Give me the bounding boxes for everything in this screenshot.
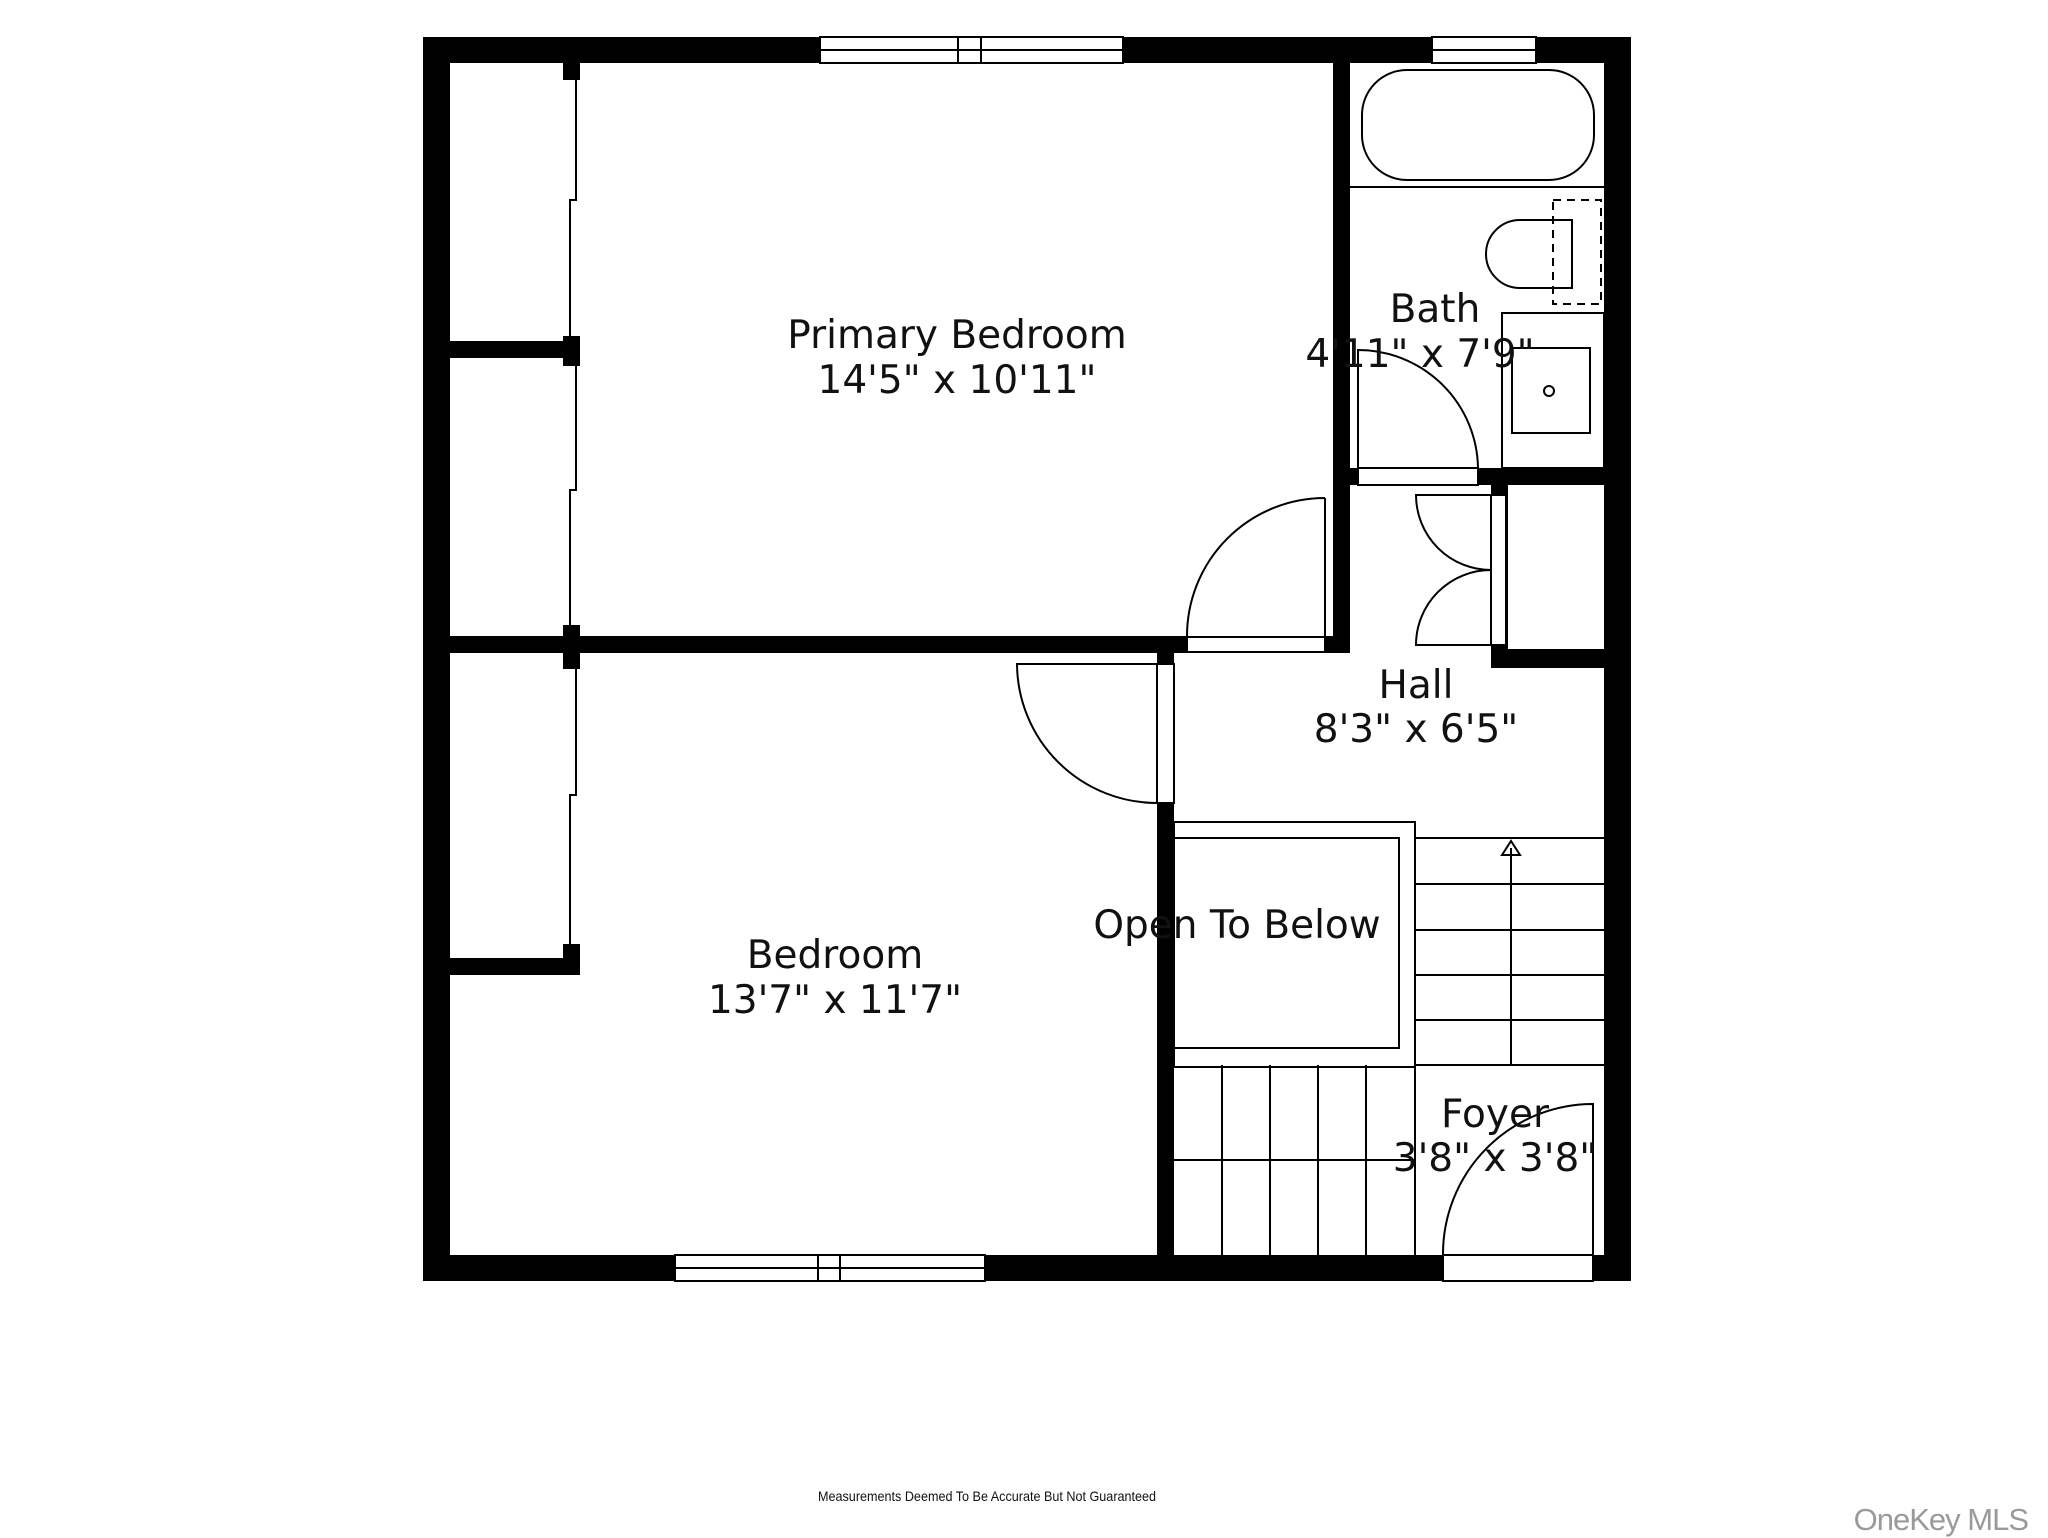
bath-fixtures — [1350, 69, 1605, 469]
wall-bottom — [423, 1255, 1631, 1281]
doors — [1015, 348, 1594, 1282]
disclaimer: Measurements Deemed To Be Accurate But N… — [818, 1488, 1157, 1504]
primary-bedroom-dims: 14'5" x 10'11" — [818, 358, 1097, 403]
bath-name: Bath — [1390, 287, 1481, 332]
hall-name: Hall — [1379, 663, 1454, 708]
bedroom-dims: 13'7" x 11'7" — [708, 978, 962, 1023]
wall-bedroom-hall — [1157, 803, 1174, 1281]
stairs — [1173, 821, 1605, 1255]
wall-primary-bath — [1333, 37, 1350, 652]
vanity-icon — [1501, 312, 1605, 469]
wall-primary-bedroom — [423, 636, 1350, 653]
windows — [674, 36, 1537, 1282]
closet-doors — [569, 80, 577, 944]
wall-bedroom-hall-top — [1157, 636, 1174, 664]
bathtub-icon — [1361, 69, 1595, 181]
walls — [423, 37, 1631, 1281]
foyer-dims: 3'8" x 3'8" — [1393, 1136, 1597, 1181]
bath-dims: 4'11" x 7'9" — [1305, 332, 1534, 377]
bedroom-name: Bedroom — [747, 933, 923, 978]
open-to-below-area — [1173, 837, 1400, 1049]
primary-bedroom-name: Primary Bedroom — [787, 313, 1127, 358]
wall-left — [423, 37, 450, 1281]
wall-closet-bottom — [1491, 649, 1631, 668]
wall-closet-divider — [423, 341, 580, 358]
open-to-below-label: Open To Below — [1093, 903, 1380, 948]
hall-dims: 8'3" x 6'5" — [1314, 707, 1518, 752]
watermark-logo: OneKey MLS — [1853, 1502, 2029, 1537]
foyer-name: Foyer — [1441, 1092, 1550, 1137]
toilet-icon — [1485, 219, 1573, 289]
wall-closet-bottom-left — [423, 958, 580, 975]
